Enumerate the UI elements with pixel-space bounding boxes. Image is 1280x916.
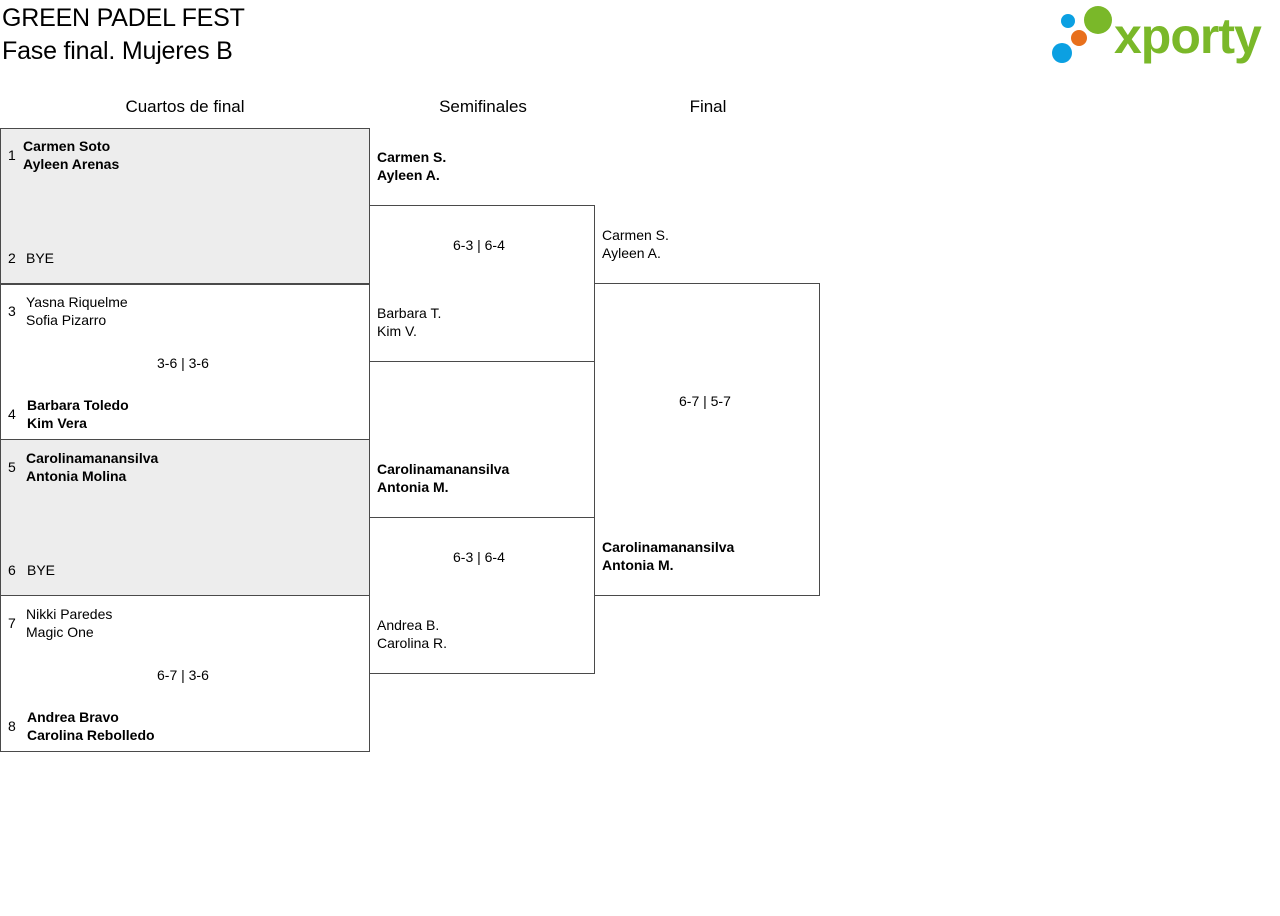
seed-number: 2 [8,250,16,266]
final-team-top[interactable]: Carmen S. Ayleen A. [602,226,669,262]
semifinal-1-score: 6-3 | 6-4 [453,237,505,253]
semifinal-1-team-top[interactable]: Carmen S. Ayleen A. [377,148,446,184]
column-header-final: Final [689,97,727,116]
player-name: Ayleen A. [377,167,440,183]
logo-dot-blue-small [1061,14,1075,28]
semifinal-2-team-top[interactable]: Carolinamanansilva Antonia M. [377,460,509,496]
player-name: Andrea B. [377,617,440,633]
player-name: Antonia M. [602,557,674,573]
player-name: Carolinamanansilva [26,450,159,466]
logo-dot-green [1084,6,1112,34]
player-name: Yasna Riquelme [26,294,128,310]
seed-number: 6 [8,562,16,578]
team-names[interactable]: Yasna Riquelme Sofia Pizarro [26,293,128,329]
player-name: Antonia Molina [26,468,127,484]
final-match-box [594,283,820,596]
player-name: Ayleen A. [602,245,661,261]
semifinal-match-box-1 [369,205,595,362]
team-names[interactable]: Nikki Paredes Magic One [26,605,112,641]
team-names[interactable]: Carmen Soto Ayleen Arenas [23,137,119,173]
phase-title: Fase final. Mujeres B [2,37,233,65]
player-name: Barbara T. [377,305,442,321]
team-names[interactable]: Carolinamanansilva Antonia Molina [26,449,158,485]
event-title: GREEN PADEL FEST [2,4,245,32]
semifinal-2-score: 6-3 | 6-4 [453,549,505,565]
player-name: Barbara Toledo [27,397,129,413]
seed-number: 5 [8,459,16,475]
logo-dot-orange [1071,30,1087,46]
seed-number: 7 [8,615,16,631]
player-name: Nikki Paredes [26,606,113,622]
quarterfinal-match-3[interactable]: 5 Carolinamanansilva Antonia Molina 6 BY… [0,439,370,596]
player-name: Carolina Rebolledo [27,727,155,743]
bye-label: BYE [27,562,56,578]
seed-number: 1 [8,147,16,163]
player-name: Carmen S. [377,149,447,165]
player-name: Carolinamanansilva [602,539,735,555]
player-name: Carolina R. [377,635,448,651]
player-name: Carolinamanansilva [377,461,510,477]
column-header-semifinals: Semifinales [439,97,527,116]
quarterfinal-match-2[interactable]: 3 Yasna Riquelme Sofia Pizarro 3-6 | 3-6… [0,283,370,440]
player-name: Andrea Bravo [27,709,119,725]
semifinal-match-box-2 [369,517,595,674]
team-names[interactable]: Barbara Toledo Kim Vera [27,396,129,432]
match-score: 6-7 | 3-6 [157,667,209,683]
player-name: Ayleen Arenas [23,156,120,172]
player-name: Carmen Soto [23,138,111,154]
seed-number: 3 [8,303,16,319]
quarterfinal-match-4[interactable]: 7 Nikki Paredes Magic One 6-7 | 3-6 8 An… [0,595,370,752]
logo-dot-blue-large [1052,43,1072,63]
player-name: Magic One [26,624,94,640]
player-name: Kim V. [377,323,417,339]
seed-number: 8 [8,718,16,734]
semifinal-1-team-bottom[interactable]: Barbara T. Kim V. [377,304,441,340]
logo-wordmark: xporty [1114,8,1262,64]
player-name: Sofia Pizarro [26,312,107,328]
player-name: Kim Vera [27,415,87,431]
match-score: 3-6 | 3-6 [157,355,209,371]
team-names[interactable]: Andrea Bravo Carolina Rebolledo [27,708,155,744]
column-header-quarterfinals: Cuartos de final [125,97,245,116]
player-name: Antonia M. [377,479,449,495]
bye-label: BYE [26,250,55,266]
quarterfinal-match-1[interactable]: 1 Carmen Soto Ayleen Arenas 2 BYE [0,128,370,285]
xporty-logo[interactable]: xporty [1050,4,1278,68]
final-team-bottom[interactable]: Carolinamanansilva Antonia M. [602,538,734,574]
semifinal-2-team-bottom[interactable]: Andrea B. Carolina R. [377,616,447,652]
player-name: Carmen S. [602,227,669,243]
seed-number: 4 [8,406,16,422]
final-score: 6-7 | 5-7 [679,393,731,409]
